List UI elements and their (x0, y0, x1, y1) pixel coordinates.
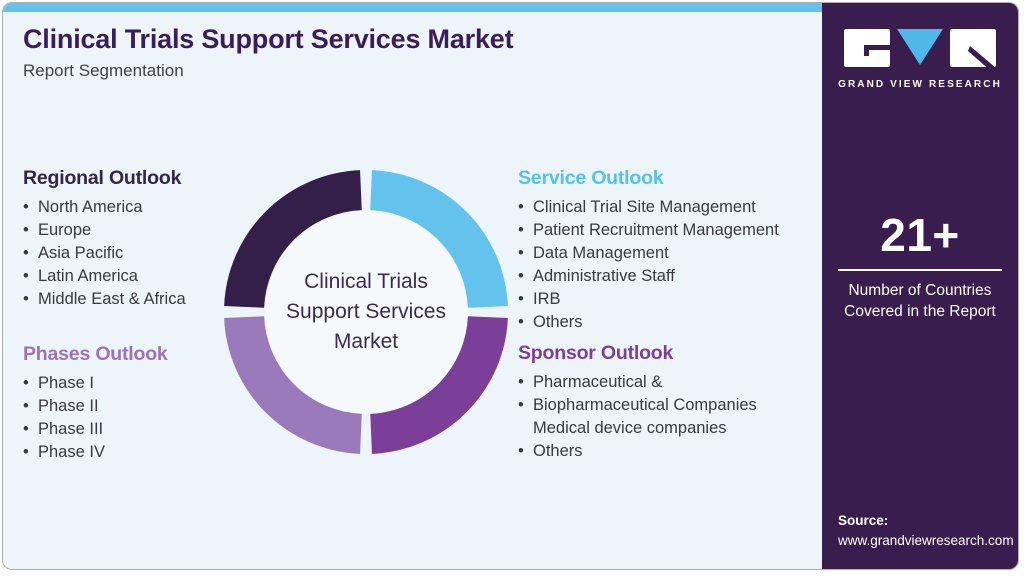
stat-label-line: Number of Countries (848, 282, 992, 299)
list-item: Europe (23, 219, 253, 242)
page-subtitle: Report Segmentation (23, 61, 184, 80)
list-item: Phase III (23, 418, 253, 441)
report-card: Clinical Trials Support Services Market … (2, 2, 1019, 570)
list-item: Others (518, 440, 828, 463)
section-phases-list: Phase I Phase II Phase III Phase IV (23, 372, 253, 464)
section-service-outlook: Service Outlook Clinical Trial Site Mana… (518, 167, 828, 334)
list-item: Others (518, 311, 828, 334)
list-item: Phase I (23, 372, 253, 395)
section-phases-outlook: Phases Outlook Phase I Phase II Phase II… (23, 343, 253, 464)
list-item: Middle East & Africa (23, 288, 253, 311)
section-sponsor-list: Pharmaceutical & Biopharmaceutical Compa… (518, 371, 828, 463)
stat-label-line: Covered in the Report (844, 303, 996, 320)
stat-value: 21+ (880, 209, 960, 261)
gvr-logo-text: GRAND VIEW RESEARCH (838, 79, 1002, 90)
donut-center-label: Clinical Trials Support Services Market (224, 170, 508, 454)
section-service-title: Service Outlook (518, 167, 664, 189)
top-accent-bar (3, 3, 822, 12)
source-block: Source: www.grandviewresearch.com (822, 511, 1018, 569)
donut-segment-regional (224, 170, 363, 309)
gvr-logo-icon (843, 29, 996, 71)
list-item: Data Management (518, 242, 828, 265)
section-regional-title: Regional Outlook (23, 167, 182, 189)
list-item: Asia Pacific (23, 242, 253, 265)
section-service-list: Clinical Trial Site Management Patient R… (518, 196, 828, 334)
source-label: Source: (838, 513, 889, 528)
main-panel: Clinical Trials Support Services Market … (3, 3, 822, 569)
list-item: Phase II (23, 395, 253, 418)
list-item: Pharmaceutical & (518, 371, 828, 394)
title-block: Clinical Trials Support Services Market … (23, 24, 514, 81)
section-regional-list: North America Europe Asia Pacific Latin … (23, 196, 253, 311)
list-item: Latin America (23, 265, 253, 288)
gvr-logo: GRAND VIEW RESEARCH (838, 29, 1002, 90)
page-title: Clinical Trials Support Services Market (23, 24, 514, 54)
section-sponsor-title: Sponsor Outlook (518, 342, 674, 364)
list-item: North America (23, 196, 253, 219)
list-item: Clinical Trial Site Management (518, 196, 828, 219)
source-url: www.grandviewresearch.com (838, 533, 1014, 548)
section-regional-outlook: Regional Outlook North America Europe As… (23, 167, 253, 311)
donut-segment-service (369, 170, 508, 309)
donut-label-line: Clinical Trials (304, 270, 428, 293)
list-item-continuation: Medical device companies (533, 419, 727, 437)
donut-label-line: Support Services (286, 300, 446, 323)
list-item: Biopharmaceutical Companies (518, 394, 828, 417)
donut-chart-svg (224, 170, 508, 454)
stat-divider (838, 269, 1002, 271)
list-item: Patient Recruitment Management (518, 219, 828, 242)
donut-hole (265, 211, 467, 413)
section-phases-title: Phases Outlook (23, 343, 168, 365)
countries-stat: 21+ Number of Countries Covered in the R… (822, 208, 1018, 322)
donut-segment-phases (224, 315, 363, 454)
donut-label-line: Market (333, 330, 399, 353)
stat-label: Number of Countries Covered in the Repor… (822, 280, 1018, 322)
donut-chart: Clinical Trials Support Services Market (224, 170, 508, 454)
list-item: Phase IV (23, 441, 253, 464)
list-item: IRB (518, 288, 828, 311)
donut-segment-sponsor (369, 315, 508, 454)
section-sponsor-outlook: Sponsor Outlook Pharmaceutical & Biophar… (518, 342, 828, 463)
sidebar: GRAND VIEW RESEARCH 21+ Number of Countr… (822, 3, 1018, 569)
list-item: Administrative Staff (518, 265, 828, 288)
